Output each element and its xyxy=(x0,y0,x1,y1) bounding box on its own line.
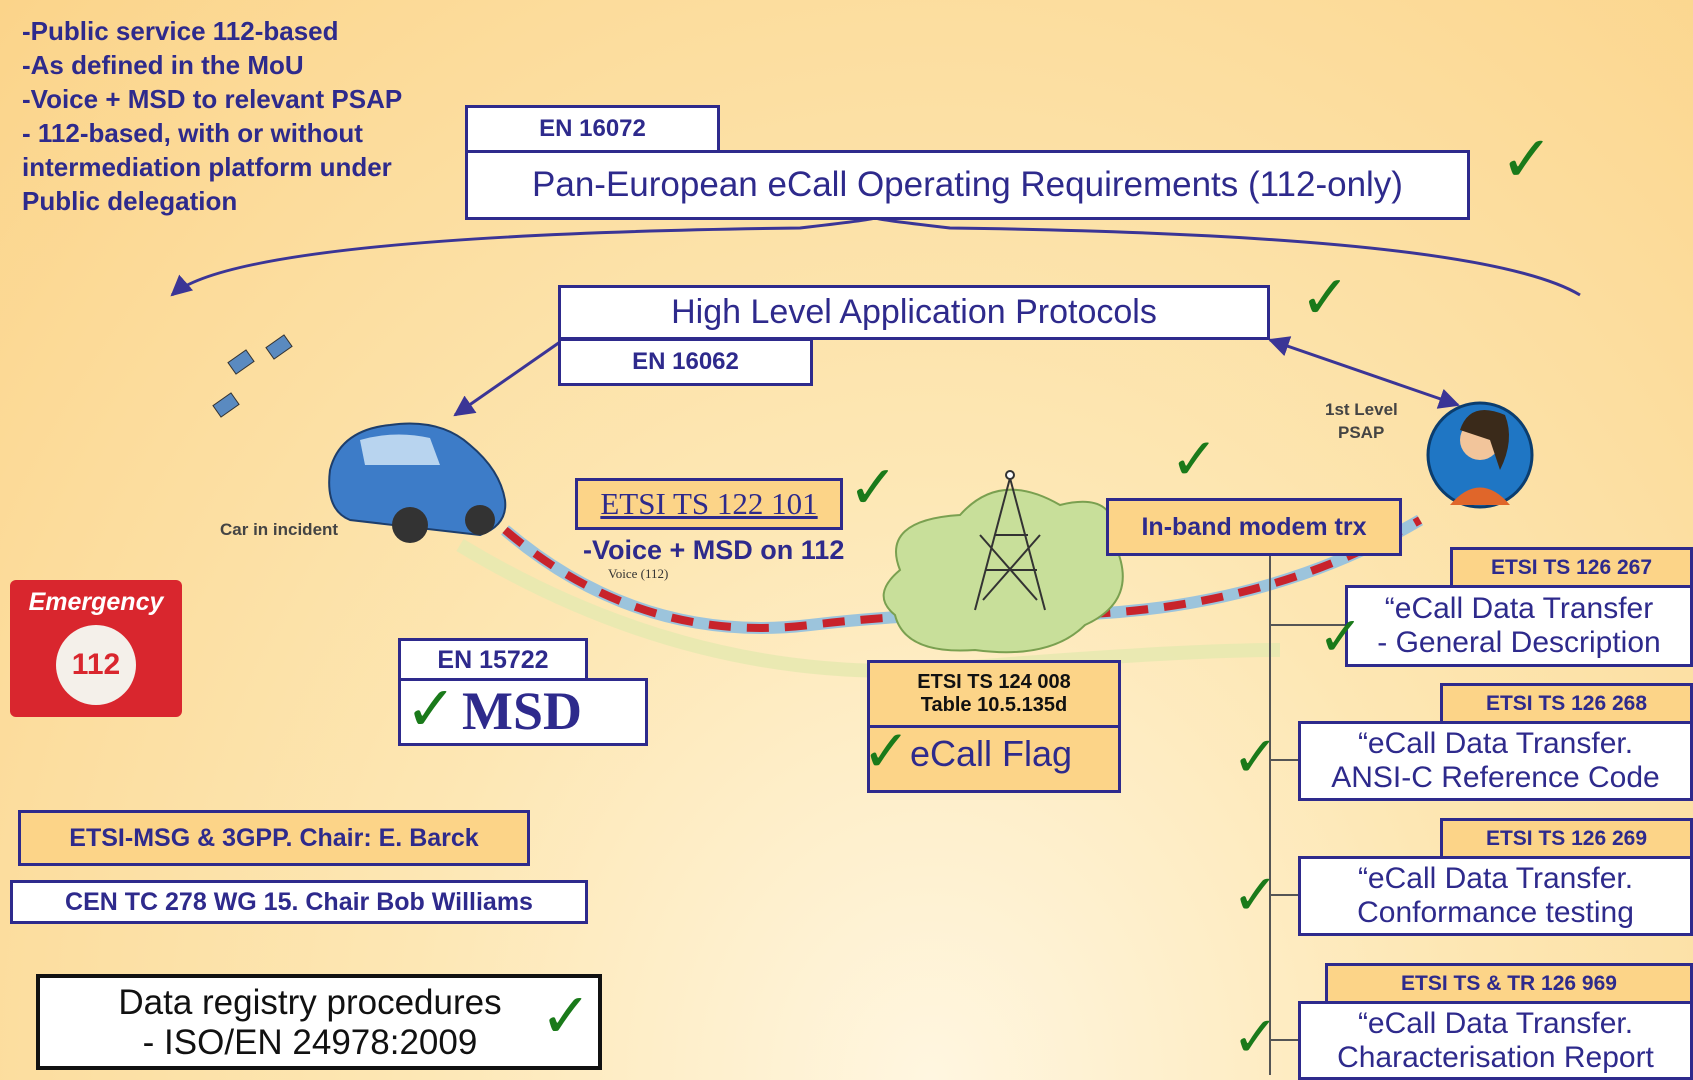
ts126267-line1: “eCall Data Transfer xyxy=(1384,592,1654,625)
check-icon: ✓ xyxy=(848,453,899,523)
ts126269-code: ETSI TS 126 269 xyxy=(1440,818,1693,860)
brace-curve xyxy=(170,216,1581,297)
note-line: -Voice + MSD to relevant PSAP xyxy=(22,84,403,114)
emergency-title: Emergency xyxy=(28,588,164,616)
ts126267-code: ETSI TS 126 267 xyxy=(1450,547,1693,589)
emergency-card: Emergency 112 xyxy=(10,580,182,717)
ts126267-line2: - General Description xyxy=(1377,626,1661,659)
chair-etsi: ETSI-MSG & 3GPP. Chair: E. Barck xyxy=(18,810,530,866)
check-icon: ✓ xyxy=(1300,263,1351,333)
note-line: -Public service 112-based xyxy=(22,16,339,46)
registry-text: Data registry procedures - ISO/EN 24978:… xyxy=(80,980,540,1066)
ts126268-box: “eCall Data Transfer. ANSI-C Reference C… xyxy=(1298,721,1693,801)
ts126268-line1: “eCall Data Transfer. xyxy=(1357,727,1634,760)
registry-line2: - ISO/EN 24978:2009 xyxy=(142,1023,478,1062)
check-icon: ✓ xyxy=(1500,123,1554,197)
ts126969-code: ETSI TS & TR 126 969 xyxy=(1325,963,1693,1005)
check-icon: ✓ xyxy=(1170,425,1219,493)
ets124008-code-line2: Table 10.5.135d xyxy=(920,694,1068,716)
ts126969-box: “eCall Data Transfer. Characterisation R… xyxy=(1298,1001,1693,1080)
satellite-icon xyxy=(212,334,293,418)
ts126269-line2: Conformance testing xyxy=(1357,896,1634,929)
en15722-box xyxy=(398,678,648,746)
registry-box xyxy=(36,974,602,1070)
ets124008-code-line1: ETSI TS 124 008 xyxy=(917,671,1071,693)
check-icon: ✓ xyxy=(1232,863,1279,928)
note-line: -As defined in the MoU xyxy=(22,50,304,80)
arrow-protocols-psap xyxy=(1268,336,1460,409)
check-icon: ✓ xyxy=(1318,605,1364,668)
note-line: - 112-based, with or without xyxy=(22,118,363,148)
check-icon: ✓ xyxy=(1232,1005,1279,1070)
ts126267-box: “eCall Data Transfer - General Descripti… xyxy=(1345,585,1693,667)
en15722-code: EN 15722 xyxy=(398,638,588,682)
ets122101-sub: -Voice + MSD on 112 xyxy=(583,535,845,565)
service-notes: -Public service 112-based -As defined in… xyxy=(22,14,452,218)
ets124008-box xyxy=(867,725,1121,793)
operator-icon xyxy=(1426,401,1534,509)
note-line: intermediation platform under xyxy=(22,152,392,182)
en15722-title: MSD xyxy=(462,681,582,741)
ts126269-line1: “eCall Data Transfer. xyxy=(1357,862,1634,895)
ts126269-box: “eCall Data Transfer. Conformance testin… xyxy=(1298,856,1693,936)
check-icon: ✓ xyxy=(405,672,457,745)
registry-line1: Data registry procedures xyxy=(118,983,502,1022)
radio-tower-icon xyxy=(974,470,1046,611)
car-caption: Car in incident xyxy=(220,520,339,539)
chair-cen: CEN TC 278 WG 15. Chair Bob Williams xyxy=(10,880,588,924)
ts126268-code: ETSI TS 126 268 xyxy=(1440,683,1693,725)
check-icon: ✓ xyxy=(862,717,911,785)
check-icon: ✓ xyxy=(540,979,592,1052)
check-icon: ✓ xyxy=(1232,725,1279,790)
psap-caption-line1: 1st Level xyxy=(1325,400,1398,419)
psap-caption-line2: PSAP xyxy=(1338,423,1385,442)
en16062-title: High Level Application Protocols xyxy=(558,285,1270,340)
ts126268-line2: ANSI-C Reference Code xyxy=(1331,761,1660,794)
car-icon xyxy=(328,422,507,543)
ets124008-title: eCall Flag xyxy=(910,733,1073,774)
en16072-code: EN 16072 xyxy=(465,105,720,153)
en16062-code: EN 16062 xyxy=(558,338,813,386)
ts126969-line2: Characterisation Report xyxy=(1337,1040,1654,1074)
ets122101-code: ETSI TS 122 101 xyxy=(575,478,843,530)
emergency-number: 112 xyxy=(56,625,136,705)
ets122101-small: Voice (112) xyxy=(608,566,669,581)
note-line: Public delegation xyxy=(22,186,238,216)
en16072-title: Pan-European eCall Operating Requirement… xyxy=(465,150,1470,220)
arrow-car-protocols xyxy=(453,340,561,417)
inband-title: In-band modem trx xyxy=(1106,498,1402,556)
ts126969-line1: “eCall Data Transfer. xyxy=(1357,1006,1634,1040)
